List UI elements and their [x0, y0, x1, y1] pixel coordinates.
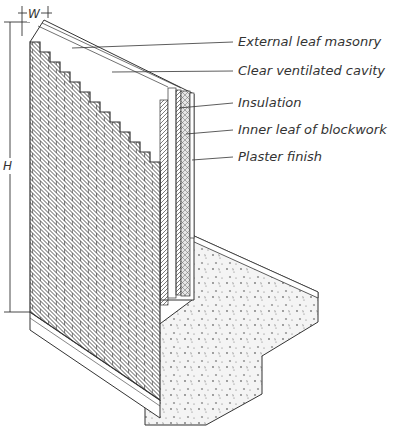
part-label: Inner leaf of blockwork	[236, 122, 389, 138]
part-label: Plaster finish	[236, 149, 324, 165]
brick-face	[30, 42, 160, 400]
dimension-label: W	[27, 6, 41, 22]
part-label: Insulation	[236, 95, 304, 111]
dimension-label: H	[2, 158, 13, 174]
part-label: Clear ventilated cavity	[236, 63, 387, 79]
part-label: External leaf masonry	[236, 34, 383, 50]
